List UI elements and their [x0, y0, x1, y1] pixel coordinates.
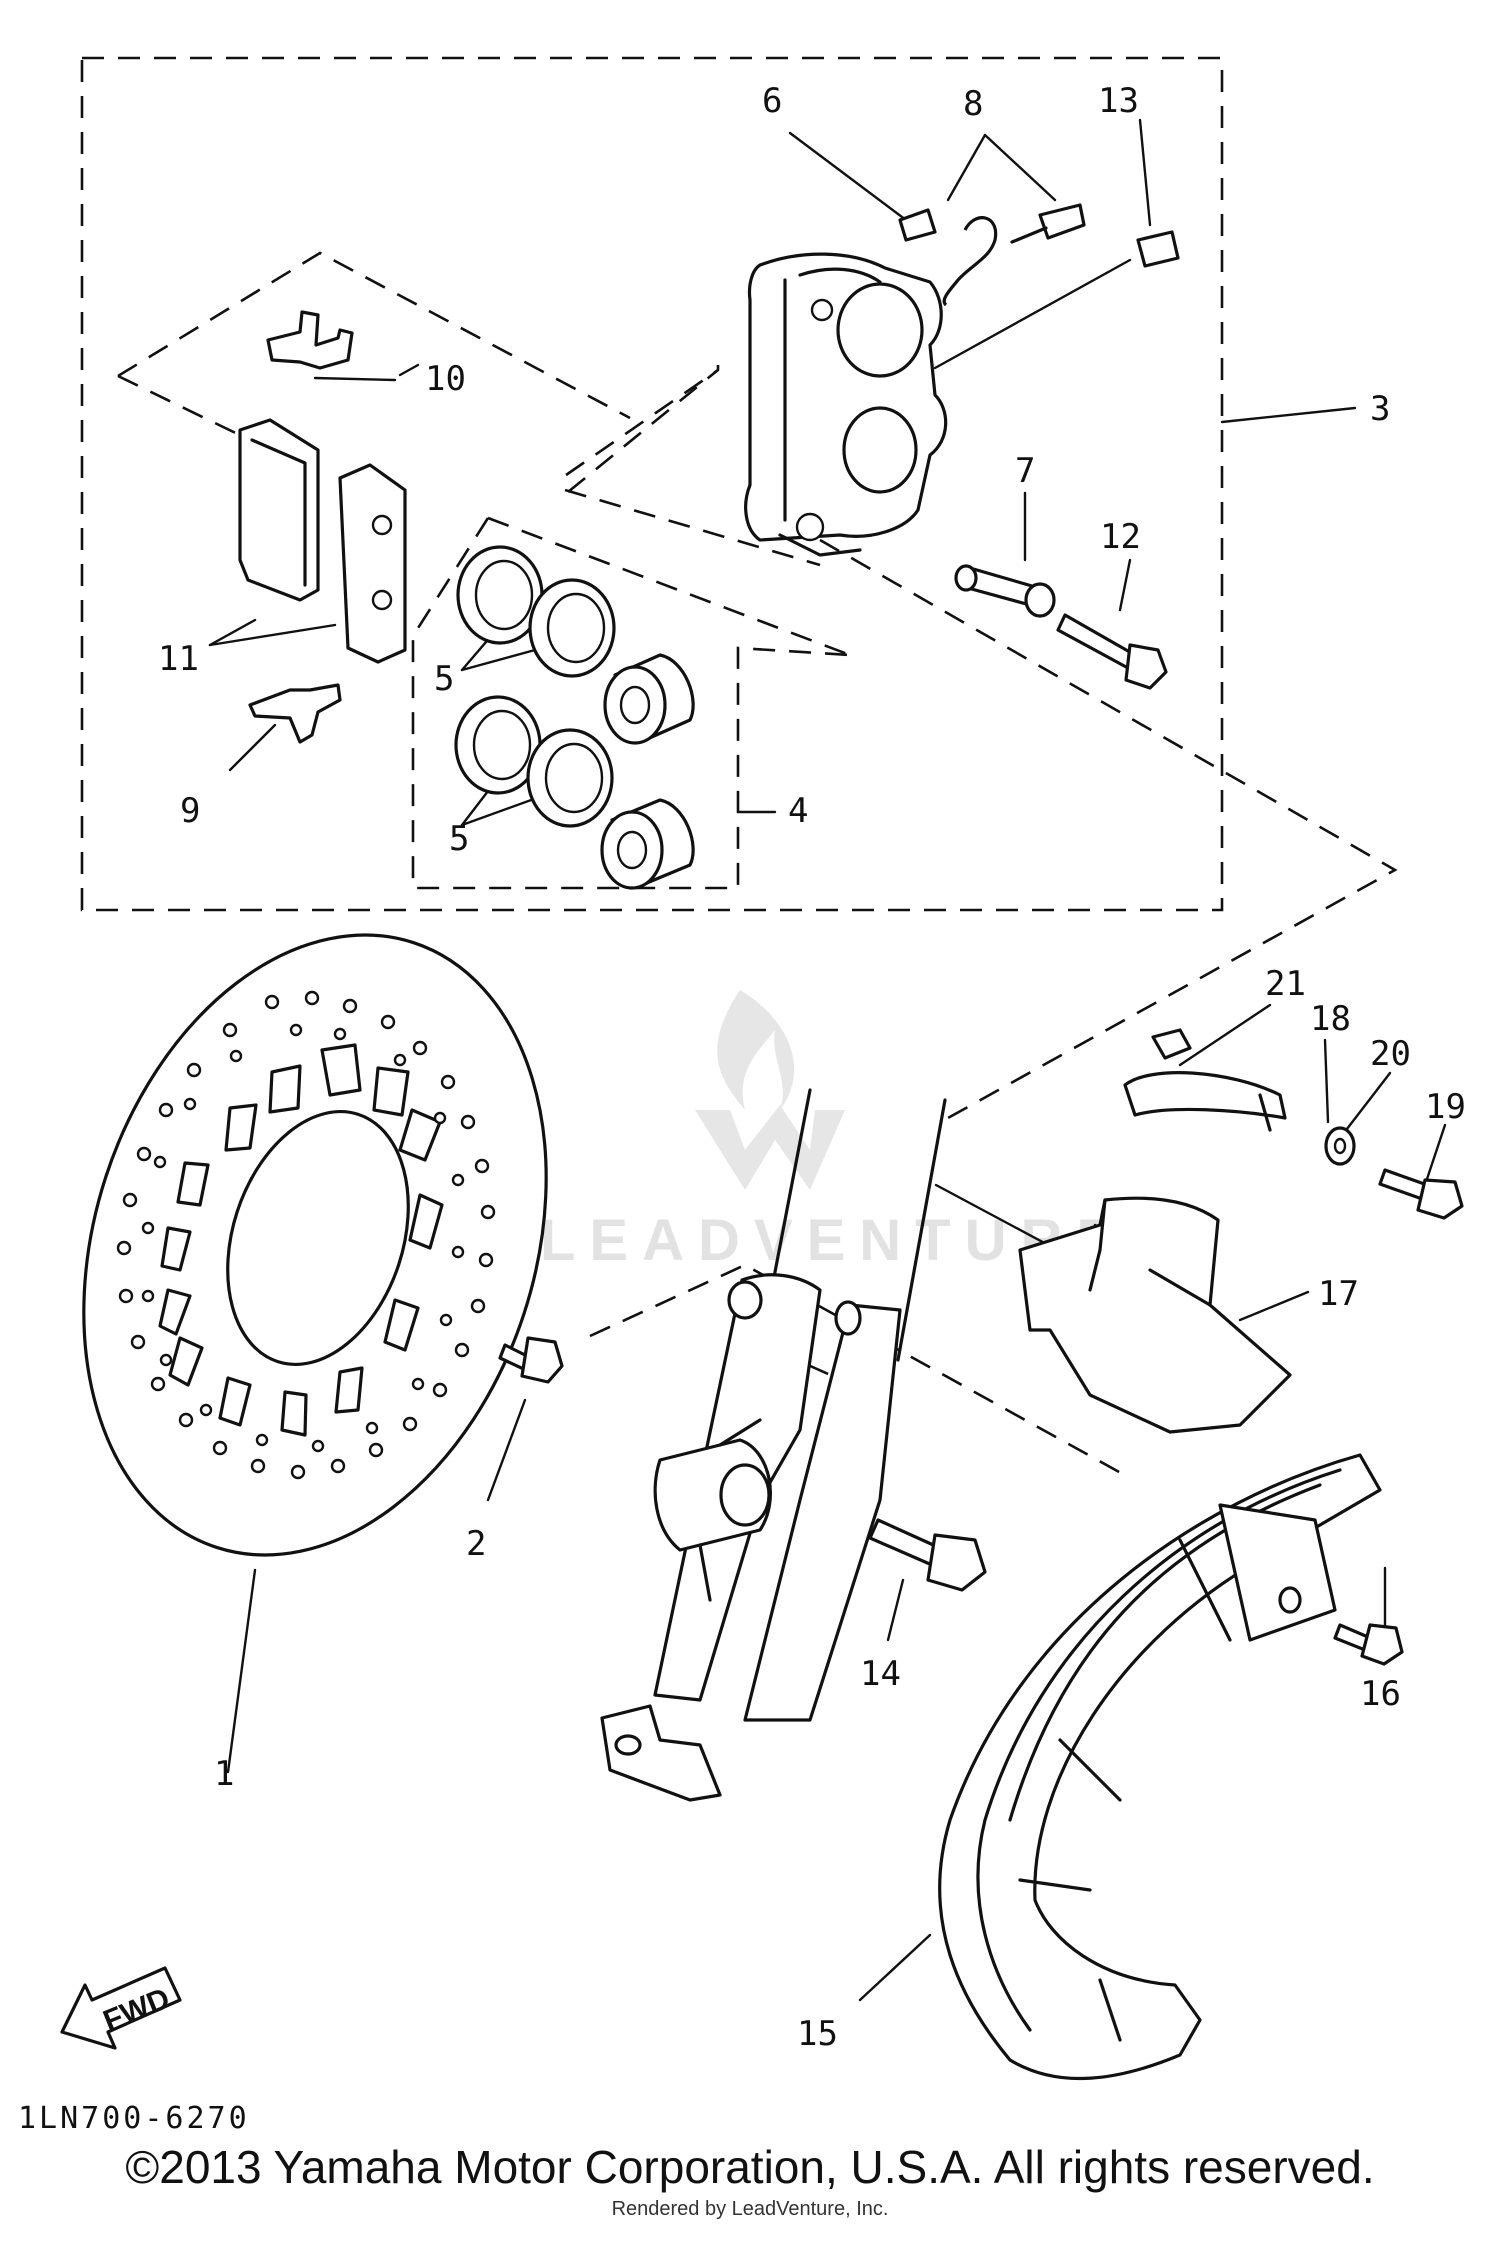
callout-7: 7: [1015, 451, 1035, 491]
part-14-bolt: [868, 1518, 987, 1592]
leadventure-watermark: LEADVENTURE: [540, 990, 1129, 1273]
callout-5b: 5: [449, 819, 469, 859]
callout-21: 21: [1265, 964, 1306, 1004]
callout-10: 10: [425, 359, 466, 399]
part-5-seals: [454, 545, 616, 828]
pad-group-box-top: [117, 251, 631, 420]
callout-numbers: 1 2 3 4 5 5 6 7 8 9 10 11 12 13 14 15 16…: [158, 81, 1466, 2054]
callout-5a: 5: [434, 659, 454, 699]
callout-19: 19: [1425, 1087, 1466, 1127]
part-17-cover: [1018, 1196, 1292, 1434]
part-16-screw: [1333, 1623, 1404, 1666]
part-9-pad-clip: [248, 683, 342, 744]
watermark-text: LEADVENTURE: [540, 1208, 1129, 1273]
callout-11: 11: [158, 639, 199, 679]
callout-20: 20: [1370, 1034, 1411, 1074]
part-7-slide-pin: [954, 564, 1056, 618]
callout-16: 16: [1360, 1674, 1401, 1714]
caliper-assembly-box: [80, 56, 1224, 912]
callout-1: 1: [214, 1754, 234, 1794]
fork-to-shield-line: [589, 1263, 1131, 1480]
callout-17: 17: [1318, 1274, 1359, 1314]
caliper-link-line: [567, 368, 719, 494]
part-19-screw: [1378, 1168, 1464, 1220]
callout-3: 3: [1370, 389, 1390, 429]
piston-seal-box: [411, 517, 851, 890]
part-12-bolt: [1056, 613, 1168, 690]
callout-2: 2: [466, 1524, 486, 1564]
copyright-notice: ©2013 Yamaha Motor Corporation, U.S.A. A…: [125, 2141, 1375, 2193]
part-13-cap: [1136, 230, 1180, 268]
rendered-by-note: Rendered by LeadVenture, Inc.: [611, 2198, 889, 2220]
part-20-washer: [1324, 1126, 1356, 1166]
part-1-brake-disc: [82, 933, 548, 1557]
part-code: 1LN700-6270: [18, 2101, 250, 2136]
disc-holes: [116, 990, 496, 1480]
piston-seal-box-top: [487, 516, 851, 657]
callout-15: 15: [797, 2014, 838, 2054]
callout-18: 18: [1310, 999, 1351, 1039]
callout-12: 12: [1100, 517, 1141, 557]
callout-6: 6: [762, 81, 782, 121]
part-21-nut: [1151, 1028, 1192, 1060]
callout-14: 14: [860, 1654, 901, 1694]
caliper-to-pad-line: [564, 488, 821, 567]
part-11-brake-pads: [238, 418, 407, 664]
callout-13: 13: [1098, 81, 1139, 121]
part-2-disc-bolt: [498, 1336, 564, 1384]
part-3-caliper: [744, 252, 948, 557]
part-15-disc-shield: [938, 1453, 1382, 2081]
callout-8: 8: [963, 84, 983, 124]
callout-4: 4: [788, 791, 808, 831]
fwd-arrow-icon: FWD: [60, 1966, 182, 2050]
callout-9: 9: [180, 791, 200, 831]
part-4-pistons: [600, 653, 695, 890]
disc-slots: [158, 1043, 444, 1437]
part-6-bleed-cap: [898, 208, 937, 242]
part-8-bleed-screw: [942, 203, 1086, 307]
pad-group-link: [565, 365, 720, 477]
part-10-pad-spring: [266, 310, 354, 370]
caliper-to-fork-line: [819, 538, 1398, 1120]
part-18-hose-clamp: [1123, 1071, 1287, 1132]
front-fork: [600, 1088, 947, 1802]
